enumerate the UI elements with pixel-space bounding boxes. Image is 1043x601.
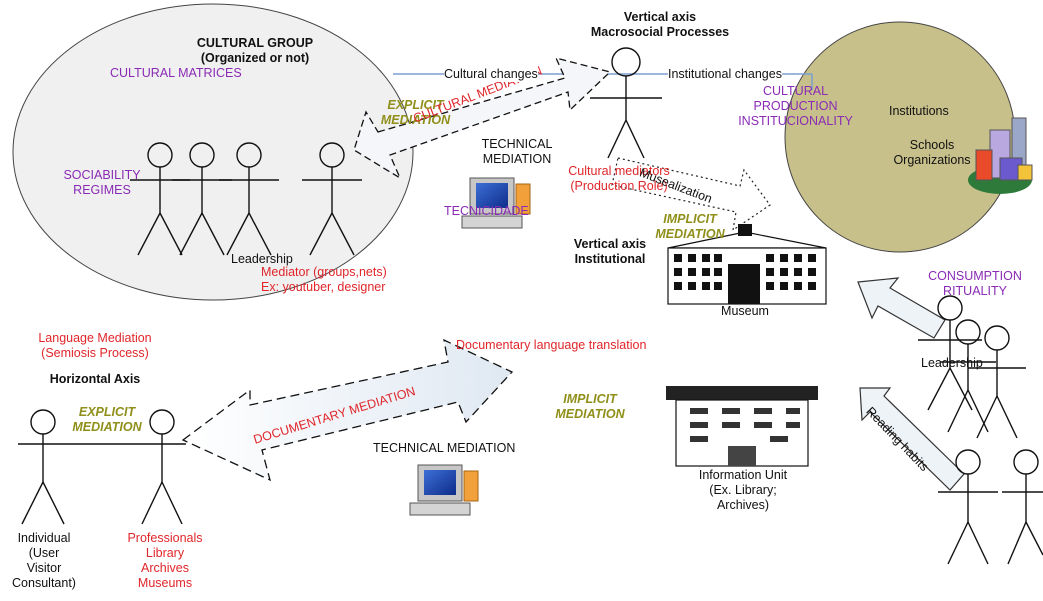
- cultural-production-label: CULTURAL PRODUCTION INSTITUCIONALITY: [738, 84, 853, 128]
- consumption-arrow: [857, 277, 946, 339]
- technicity-label: TECNICIDADE: [444, 204, 529, 218]
- language-mediation-label: Language Mediation (Semiosis Process): [38, 331, 152, 360]
- individual-professional-figures: [18, 409, 186, 525]
- reader-figures: [938, 449, 1043, 565]
- institutional-changes-label: Institutional changes: [668, 67, 782, 82]
- implicit-mediation-bottom: IMPLICIT MEDIATION: [555, 392, 625, 421]
- information-unit-label: Information Unit (Ex. Library; Archives): [698, 468, 788, 512]
- cultural-mediation-arrow: [353, 57, 612, 180]
- institutions-label: Institutions: [889, 104, 949, 118]
- professionals-label: Professionals Library Archives Museums: [127, 531, 203, 590]
- technical-mediation-bottom: TECHNICAL MEDIATION: [373, 441, 516, 455]
- technical-mediation-top: TECHNICAL MEDIATION: [481, 137, 553, 166]
- sociability-regimes-label: SOCIABILITY REGIMES: [63, 168, 141, 197]
- horizontal-axis-label: Horizontal Axis: [49, 372, 141, 386]
- leadership-label-1: Leadership: [231, 252, 293, 266]
- schools-organizations-label: Schools Organizations: [893, 138, 971, 167]
- cultural-changes-label: Cultural changes: [444, 67, 538, 82]
- vertical-axis-institutional-label: Vertical axis Institutional: [573, 237, 647, 266]
- computer-icon: [461, 177, 531, 229]
- museum-label: Museum: [721, 304, 769, 318]
- documentary-translation-label: Documentary language translation: [456, 338, 647, 352]
- cultural-mediator-figure: [590, 47, 662, 159]
- vertical-axis-macro-label: Vertical axis Macrosocial Processes: [590, 10, 730, 39]
- institutions-circle: [784, 21, 1016, 253]
- cultural-mediators-label: Cultural mediators (Production Role): [568, 164, 670, 193]
- explicit-mediation-bottom: EXPLICIT MEDIATION: [72, 405, 142, 434]
- mediator-label: Mediator (groups,nets) Ex: youtuber, des…: [261, 265, 387, 294]
- museum-windows: [674, 254, 816, 290]
- city-buildings-icon: [968, 117, 1033, 194]
- reading-habits-arrow: [859, 387, 965, 491]
- computer-icon: [409, 464, 479, 516]
- documentary-mediation-arrow: [181, 338, 514, 482]
- cultural-group-subtitle: (Organized or not): [200, 51, 310, 65]
- library-building-icon: [666, 386, 818, 467]
- leadership-label-2: Leadership: [921, 356, 983, 370]
- cultural-matrices-label: CULTURAL MATRICES: [110, 66, 242, 80]
- individual-label: Individual (User Visitor Consultant): [12, 531, 76, 590]
- consumption-rituality-label: CONSUMPTION RITUALITY: [928, 269, 1022, 298]
- explicit-mediation-top: EXPLICIT MEDIATION: [380, 98, 451, 127]
- implicit-mediation-top: IMPLICIT MEDIATION: [655, 212, 725, 241]
- person-icon-group-1: [130, 142, 362, 256]
- cultural-group-title: CULTURAL GROUP: [196, 36, 314, 50]
- leadership-figures: [918, 295, 1026, 439]
